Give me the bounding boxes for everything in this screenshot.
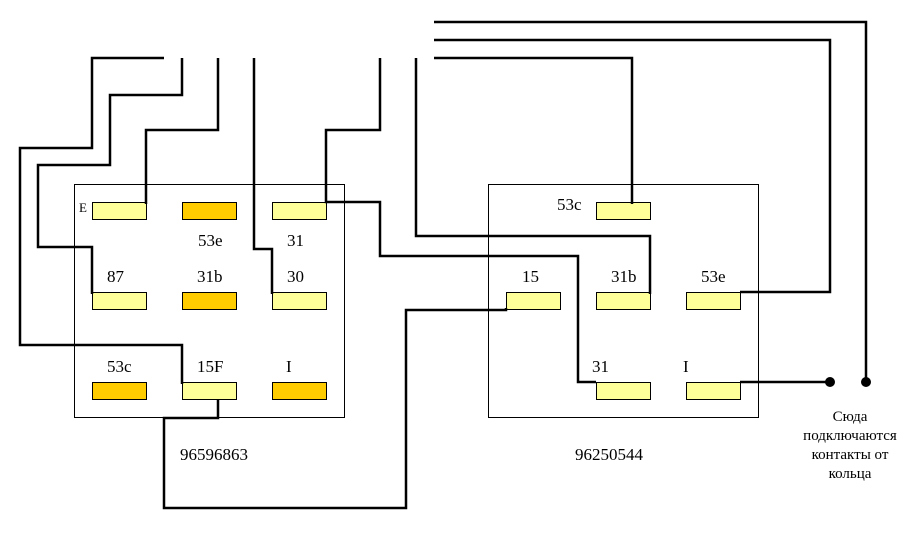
relay1-pin-15F <box>182 382 237 400</box>
wire-E <box>144 58 220 204</box>
ring-contact-terminal-left <box>825 377 835 387</box>
relay2-pin-15 <box>506 292 561 310</box>
relay2-housing <box>488 184 759 418</box>
relay1-pin-I <box>272 382 327 400</box>
wire-15F-to-15 <box>162 308 508 510</box>
relay2-pin-53c <box>596 202 651 220</box>
wire-31b <box>414 58 652 294</box>
relay1-label-53c: 53c <box>107 357 132 376</box>
relay1-label-I: I <box>286 357 292 376</box>
wire-ring-contact-top <box>434 20 868 382</box>
note-line: контакты от <box>811 447 889 463</box>
relay2-label-I: I <box>683 357 689 376</box>
ring-contacts-note: Сюда подключаются контакты от кольца <box>796 408 904 484</box>
ring-contact-terminal-right <box>861 377 871 387</box>
relay1-pin-53e <box>182 202 237 220</box>
relay1-label-E: E <box>79 200 87 215</box>
relay2-pin-I <box>686 382 741 400</box>
relay2-part-number: 96250544 <box>575 445 643 464</box>
relay2-pin-31 <box>596 382 651 400</box>
note-line: подключаются <box>803 428 897 444</box>
relay2-label-31b: 31b <box>611 267 637 286</box>
relay1-pin-31b <box>182 292 237 310</box>
relay1-pin-E <box>92 202 147 220</box>
relay1-label-30: 30 <box>287 267 304 286</box>
relay1-label-87: 87 <box>107 267 124 286</box>
wire-15F-long-loop <box>18 56 184 384</box>
relay1-label-31b: 31b <box>197 267 223 286</box>
relay1-pin-30 <box>272 292 327 310</box>
relay1-part-number: 96596863 <box>180 445 248 464</box>
relay1-label-31: 31 <box>287 231 304 250</box>
relay1-pin-53c <box>92 382 147 400</box>
relay2-pin-53e <box>686 292 741 310</box>
relay1-label-53e: 53e <box>198 231 223 250</box>
relay1-pin-31 <box>272 202 327 220</box>
relay2-label-53e: 53e <box>701 267 726 286</box>
relay1-pin-87 <box>92 292 147 310</box>
relay2-pin-31b <box>596 292 651 310</box>
wire-31-to-31 <box>324 58 596 384</box>
relay2-label-53c: 53c <box>557 195 582 214</box>
note-line: Сюда <box>832 409 868 425</box>
wire-87 <box>36 58 184 294</box>
wire-53e <box>434 38 832 294</box>
wire-53c <box>434 56 634 204</box>
note-line: кольца <box>828 466 872 482</box>
relay1-label-15F: 15F <box>197 357 224 376</box>
relay2-label-31: 31 <box>592 357 609 376</box>
wire-30 <box>252 58 274 294</box>
relay2-label-15: 15 <box>522 267 539 286</box>
